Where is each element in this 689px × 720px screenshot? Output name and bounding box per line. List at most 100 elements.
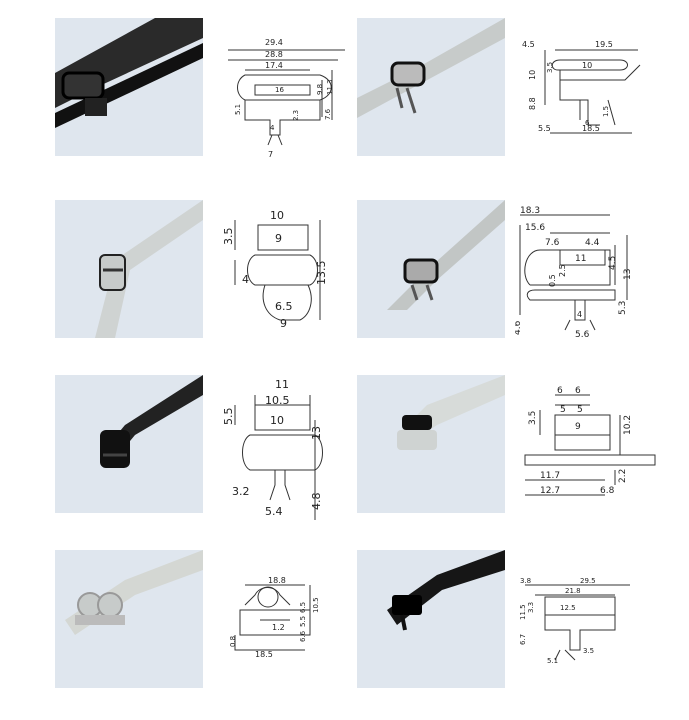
p8-label-b: 29.5 bbox=[580, 577, 596, 585]
p7-label-g: 0.8 bbox=[229, 636, 237, 647]
p5-label-b: 10.5 bbox=[265, 394, 290, 407]
p3-label-f: 6.5 bbox=[275, 300, 293, 313]
p1-label-e: 5.1 bbox=[234, 104, 242, 115]
p4-label-d: 4.4 bbox=[585, 238, 600, 248]
p4-label-b: 15.6 bbox=[525, 223, 545, 233]
p5-label-e: 13 bbox=[310, 426, 323, 440]
p3-label-b: 9 bbox=[275, 232, 282, 245]
p7-label-h: 18.5 bbox=[255, 650, 273, 659]
p1-label-j: 4 bbox=[270, 124, 275, 132]
seal-drawing-3: 10 9 3.5 13.5 4 6.5 9 bbox=[210, 205, 360, 345]
p3-label-e: 4 bbox=[242, 273, 249, 286]
p5-label-d: 5.5 bbox=[222, 408, 235, 426]
seal-illustration-6 bbox=[357, 375, 505, 513]
p8-label-e: 12.5 bbox=[560, 604, 576, 612]
p6-label-a: 6 bbox=[557, 386, 563, 396]
p7-label-e: 1.2 bbox=[272, 623, 285, 632]
p7-label-d: 5.5 bbox=[299, 616, 307, 627]
p1-label-i: 2.3 bbox=[292, 110, 300, 121]
seal-illustration-1 bbox=[55, 18, 203, 156]
p1-label-b: 28.8 bbox=[265, 50, 283, 59]
p8-label-g: 6.7 bbox=[519, 634, 527, 645]
p3-label-c: 3.5 bbox=[222, 228, 235, 246]
p6-label-h: 11.7 bbox=[540, 471, 560, 481]
p8-label-c: 21.8 bbox=[565, 587, 581, 595]
p4-label-i: 2.5 bbox=[558, 264, 567, 277]
p6-label-b: 6 bbox=[575, 386, 581, 396]
p1-label-k: 7 bbox=[268, 150, 273, 159]
p1-label-c: 17.4 bbox=[265, 61, 283, 70]
p6-label-k: 6.8 bbox=[600, 486, 615, 496]
p2-label-f: 8.8 bbox=[528, 97, 537, 110]
p1-label-d: 16 bbox=[275, 86, 284, 94]
seal-drawing-7: 18.8 6.5 10.5 5.5 1.2 6.6 0.8 18.5 bbox=[210, 565, 360, 705]
p7-label-a: 18.8 bbox=[268, 576, 286, 585]
p4-label-j: 5.3 bbox=[618, 301, 628, 315]
p4-label-a: 18.3 bbox=[520, 206, 540, 216]
p4-label-c: 7.6 bbox=[545, 238, 560, 248]
p2-label-i: 5.5 bbox=[538, 124, 551, 133]
seal-photo-1 bbox=[55, 18, 203, 156]
seal-drawing-1: 29.4 28.8 17.4 16 5.1 9.8 11.3 7.6 2.3 4… bbox=[210, 25, 360, 165]
p5-label-f: 3.2 bbox=[232, 485, 250, 498]
p6-label-d: 5 bbox=[577, 405, 583, 415]
p8-label-d: 3.3 bbox=[527, 602, 535, 613]
p6-label-j: 12.7 bbox=[540, 486, 560, 496]
p6-label-g: 10.2 bbox=[623, 415, 633, 435]
p4-label-k: 4.6 bbox=[515, 320, 523, 335]
seal-photo-6 bbox=[357, 375, 505, 513]
p4-label-l: 4 bbox=[577, 310, 582, 319]
p1-label-a: 29.4 bbox=[265, 38, 283, 47]
p2-label-e: 10 bbox=[582, 61, 592, 70]
p3-label-g: 9 bbox=[280, 317, 287, 330]
p6-label-i: 2.2 bbox=[618, 469, 628, 483]
p7-label-c: 10.5 bbox=[312, 597, 320, 613]
seal-drawing-2: 4.5 19.5 10 3.5 10 8.8 6 1.5 5.5 18.5 bbox=[520, 25, 670, 165]
p6-label-f: 9 bbox=[575, 422, 581, 432]
seal-photo-5 bbox=[55, 375, 203, 513]
seal-illustration-7 bbox=[55, 550, 203, 688]
seal-illustration-2 bbox=[357, 18, 505, 156]
p4-label-h: 0.5 bbox=[548, 274, 557, 287]
p6-label-e: 3.5 bbox=[528, 411, 538, 425]
p8-label-f: 11.5 bbox=[519, 604, 527, 620]
p8-label-h: 3.5 bbox=[583, 647, 594, 655]
p2-label-c: 10 bbox=[528, 70, 537, 80]
p5-label-h: 5.4 bbox=[265, 505, 283, 518]
p4-label-m: 5.6 bbox=[575, 330, 590, 340]
seal-drawing-5: 11 10.5 10 5.5 13 3.2 4.8 5.4 bbox=[210, 380, 360, 520]
seal-illustration-8 bbox=[357, 550, 505, 688]
p6-label-c: 5 bbox=[560, 405, 566, 415]
p2-label-j: 18.5 bbox=[582, 124, 600, 133]
seal-illustration-5 bbox=[55, 375, 203, 513]
p7-label-f: 6.6 bbox=[299, 630, 307, 642]
seal-illustration-4 bbox=[357, 200, 505, 338]
p3-label-d: 13.5 bbox=[315, 261, 328, 286]
p2-label-h: 1.5 bbox=[602, 106, 610, 117]
p2-label-g: 6 bbox=[585, 119, 590, 127]
p4-label-e: 11 bbox=[575, 254, 586, 264]
seal-photo-2 bbox=[357, 18, 505, 156]
seal-photo-7 bbox=[55, 550, 203, 688]
p1-label-h: 7.6 bbox=[324, 108, 332, 120]
p8-label-i: 5.1 bbox=[547, 657, 558, 665]
seal-drawing-4: 18.3 15.6 7.6 4.4 11 4.5 13 0.5 2.5 5.3 … bbox=[515, 205, 665, 345]
p3-label-a: 10 bbox=[270, 209, 284, 222]
seal-drawing-8: 3.8 29.5 21.8 3.3 12.5 11.5 6.7 3.5 5.1 bbox=[515, 575, 665, 715]
p2-label-b: 19.5 bbox=[595, 40, 613, 49]
p8-label-a: 3.8 bbox=[520, 577, 531, 585]
seal-drawing-6: 6 6 5 5 3.5 9 10.2 11.7 2.2 12.7 6.8 bbox=[515, 385, 665, 525]
p1-label-f: 9.8 bbox=[316, 84, 324, 95]
seal-photo-4 bbox=[357, 200, 505, 338]
seal-photo-3 bbox=[55, 200, 203, 338]
p5-label-g: 4.8 bbox=[310, 493, 323, 511]
seal-photo-8 bbox=[357, 550, 505, 688]
p2-label-d: 3.5 bbox=[546, 62, 554, 73]
p2-label-a: 4.5 bbox=[522, 40, 535, 49]
p1-label-g: 11.3 bbox=[326, 79, 334, 95]
p5-label-c: 10 bbox=[270, 414, 284, 427]
seal-illustration-3 bbox=[55, 200, 203, 338]
p5-label-a: 11 bbox=[275, 380, 289, 391]
p4-label-f: 4.5 bbox=[608, 256, 618, 270]
p7-label-b: 6.5 bbox=[299, 602, 307, 613]
